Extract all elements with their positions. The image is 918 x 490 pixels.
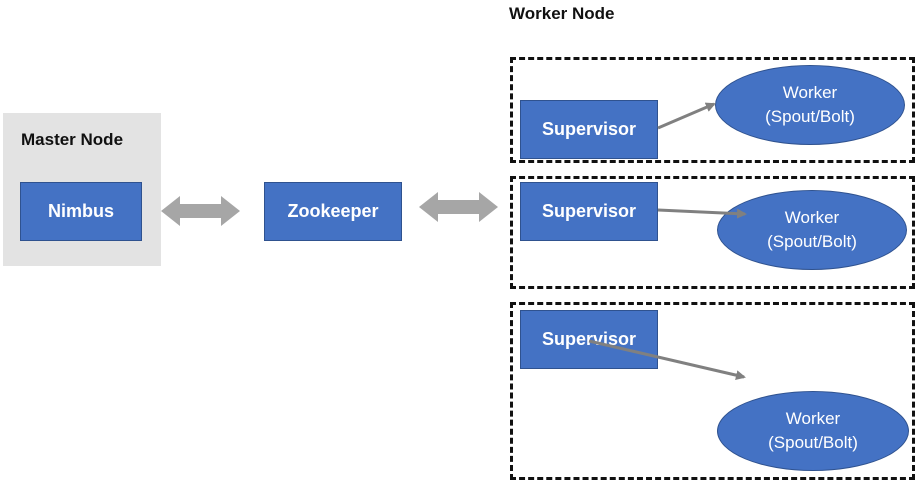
nimbus-label: Nimbus: [47, 201, 114, 221]
worker-node-title: Worker Node: [509, 4, 615, 23]
supervisor-box-1: Supervisor: [520, 100, 658, 159]
worker-ellipse-1: Worker (Spout/Bolt): [715, 65, 905, 145]
worker-node-group-1: [510, 57, 915, 163]
master-node-label: Master Node: [21, 130, 124, 149]
worker-node-group-2: [510, 176, 915, 289]
worker-title-1: Worker: [782, 83, 838, 102]
worker-role-2: (Spout/Bolt): [767, 232, 857, 251]
supervisor-label-3: Supervisor: [541, 329, 637, 349]
supervisor-label-2: Supervisor: [541, 201, 637, 221]
worker-title-3: Worker: [785, 409, 841, 428]
zookeeper-box: Zookeeper: [264, 182, 402, 241]
worker-ellipse-3: Worker (Spout/Bolt): [717, 391, 909, 471]
connector-supervisor-3-to-worker-3: [588, 339, 746, 381]
nimbus-box: Nimbus: [20, 182, 142, 241]
double-arrow-zookeeper-supervisors: [419, 192, 498, 222]
supervisor-box-2: Supervisor: [520, 182, 658, 241]
connector-supervisor-1-to-worker-1: [657, 102, 716, 130]
worker-ellipse-2: Worker (Spout/Bolt): [717, 190, 907, 270]
zookeeper-label: Zookeeper: [287, 201, 379, 221]
supervisor-label-1: Supervisor: [541, 119, 637, 139]
connector-supervisor-2-to-worker-2: [657, 208, 747, 219]
worker-role-3: (Spout/Bolt): [768, 433, 858, 452]
double-arrow-nimbus-zookeeper: [161, 196, 240, 226]
worker-role-1: (Spout/Bolt): [765, 107, 855, 126]
supervisor-box-3: Supervisor: [520, 310, 658, 369]
worker-title-2: Worker: [784, 208, 840, 227]
worker-node-group-3: [510, 302, 915, 480]
